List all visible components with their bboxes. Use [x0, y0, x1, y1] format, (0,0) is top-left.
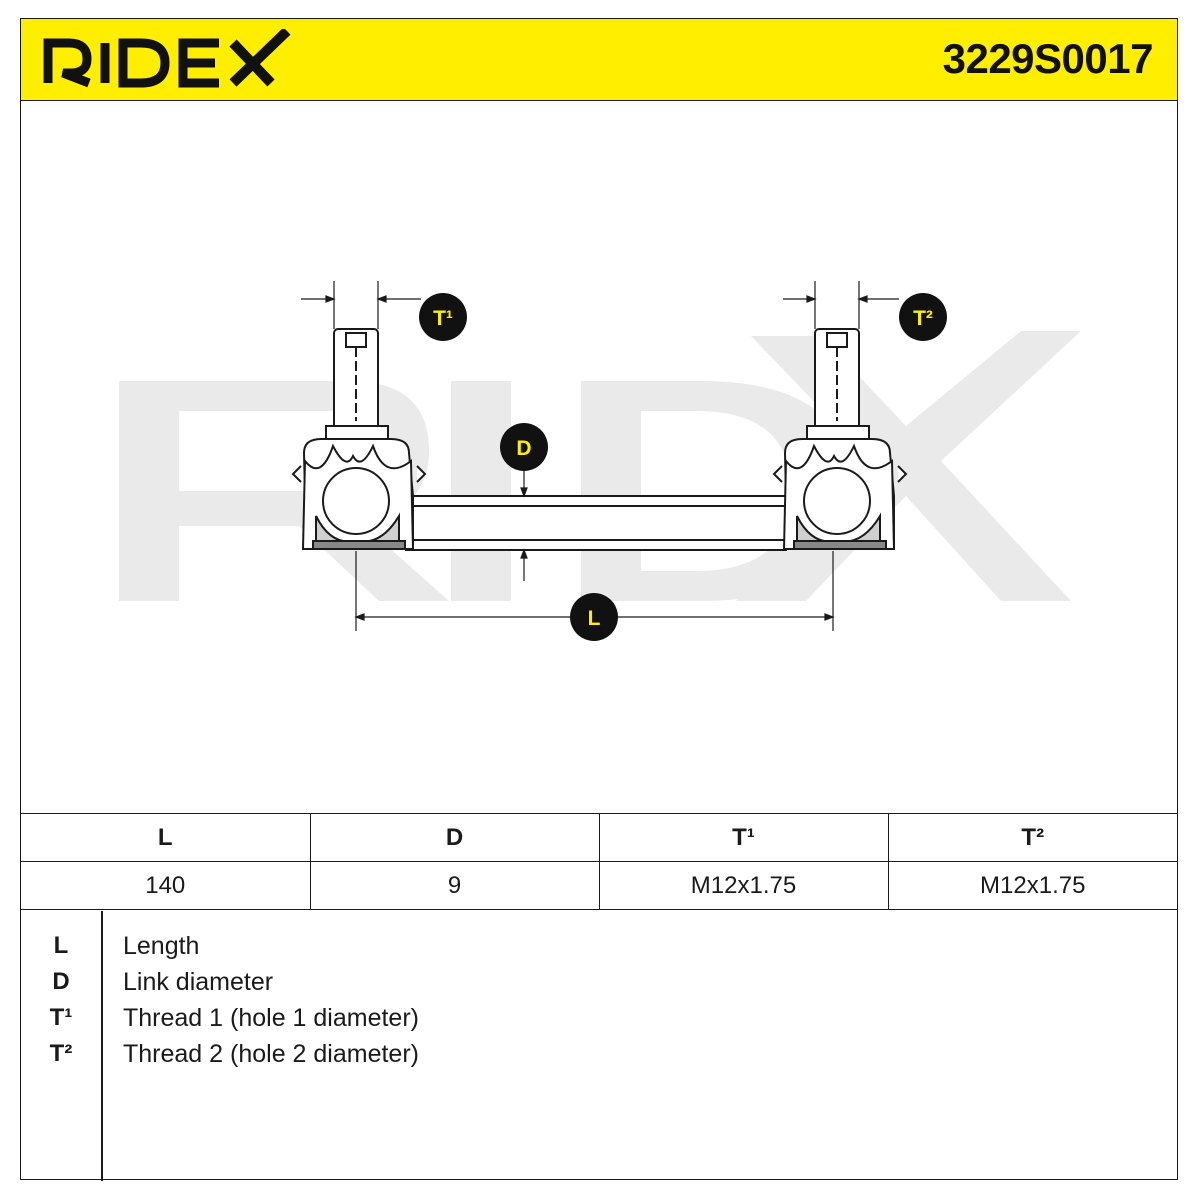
spec-value-row: 140 9 M12x1.75 M12x1.75 [21, 861, 1177, 910]
legend-item: T² Thread 2 (hole 2 diameter) [21, 1036, 1177, 1072]
legend-item: T¹ Thread 1 (hole 1 diameter) [21, 1000, 1177, 1036]
spec-header-l: L [21, 813, 311, 862]
stabilizer-link-diagram: T¹ T² D L [119, 281, 1081, 641]
legend: L Length D Link diameter T¹ Thread 1 (ho… [21, 911, 1177, 1181]
spec-value-d: 9 [309, 861, 600, 910]
legend-desc: Length [123, 931, 200, 960]
label-t1: T¹ [433, 307, 453, 330]
ridex-logo-icon [43, 29, 291, 88]
legend-desc: Thread 2 (hole 2 diameter) [123, 1039, 419, 1068]
legend-key: L [53, 932, 69, 959]
spec-header-t1: T¹ [598, 813, 889, 862]
link-rod [405, 495, 787, 551]
spec-value-l: 140 [21, 861, 311, 910]
legend-key: T¹ [49, 1004, 73, 1031]
spec-value-t2: M12x1.75 [887, 861, 1177, 910]
legend-key: T² [49, 1040, 73, 1067]
legend-item: D Link diameter [21, 964, 1177, 1000]
legend-desc: Link diameter [123, 967, 274, 996]
legend-item: L Length [21, 928, 1177, 964]
legend-desc: Thread 1 (hole 1 diameter) [123, 1003, 419, 1032]
badge-t2: T² [899, 293, 947, 341]
legend-divider [101, 911, 103, 1181]
spec-table: L D T¹ T² 140 9 M12x1.75 M12x1.75 [21, 813, 1177, 910]
spec-header-row: L D T¹ T² [21, 813, 1177, 862]
spec-header-d: D [309, 813, 600, 862]
spec-header-t2: T² [887, 813, 1177, 862]
brand-logo [43, 19, 293, 99]
label-l: L [588, 607, 601, 630]
label-t2: T² [913, 307, 933, 330]
badge-l: L [570, 593, 618, 641]
header-bar: 3229S0017 [21, 19, 1177, 101]
drawing-sheet: 3229S0017 [20, 18, 1178, 1181]
right-ball-joint [772, 328, 908, 550]
legend-key: D [52, 968, 70, 995]
technical-drawing: T¹ T² D L [21, 101, 1177, 813]
ridex-watermark-icon [119, 331, 1081, 601]
label-d: D [516, 437, 531, 460]
left-ball-joint [291, 328, 427, 550]
spec-value-t1: M12x1.75 [598, 861, 889, 910]
badge-t1: T¹ [419, 293, 467, 341]
badge-d: D [500, 423, 548, 471]
part-number: 3229S0017 [942, 35, 1154, 82]
